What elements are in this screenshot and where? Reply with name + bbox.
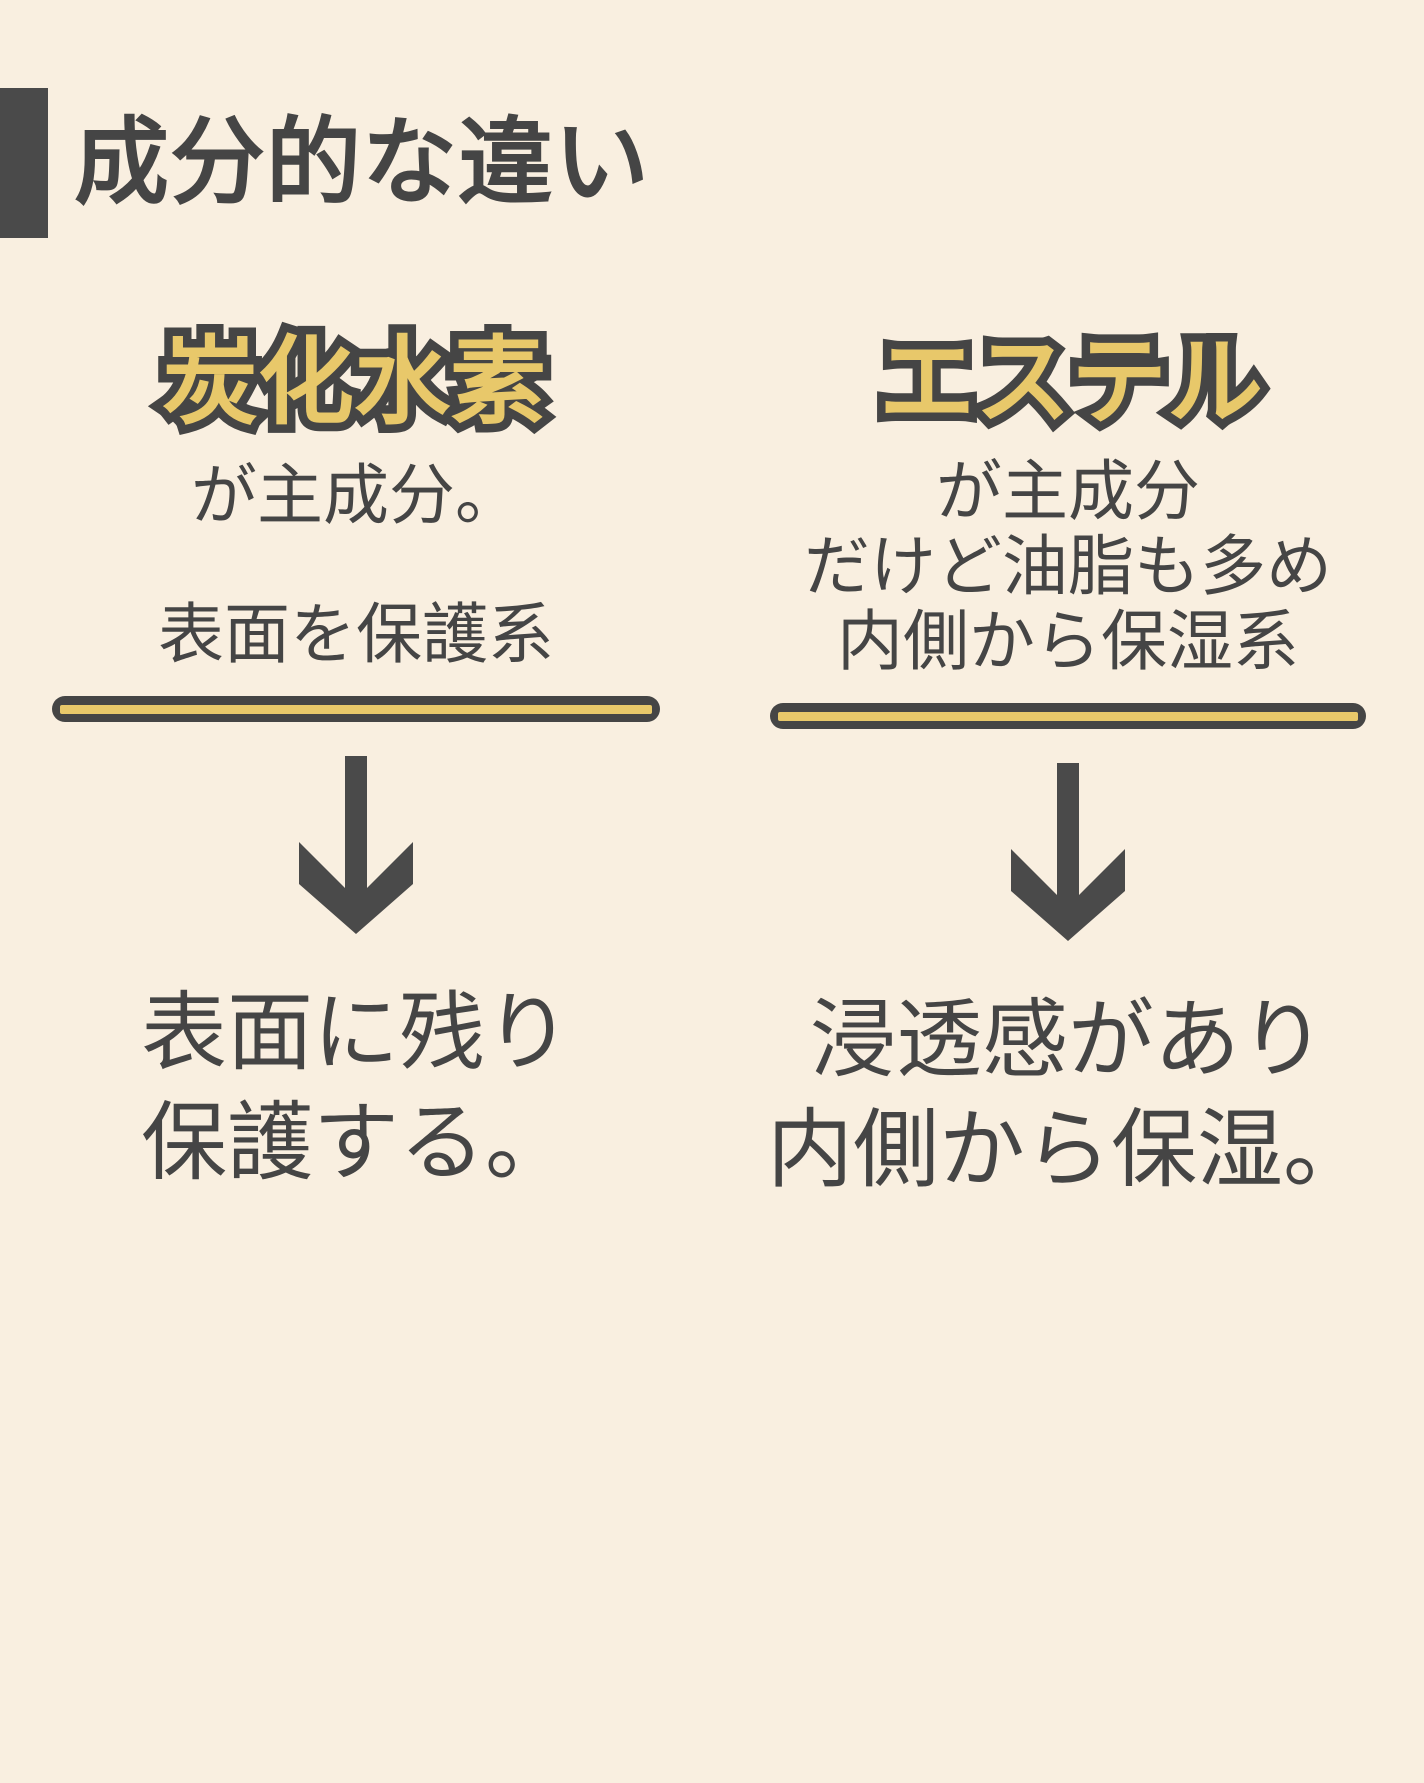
divider-bar-gold-stripe [60,704,652,714]
result-line: 浸透感があり [810,992,1326,1089]
down-arrow-icon-ester [1007,763,1129,943]
description-block-hydrocarbon: が主成分。 [191,458,521,533]
description-line: が主成分。 [191,457,521,532]
category-label-hydrocarbon: 表面を保護系 [158,596,554,671]
category-label-ester: 内側から保湿系 [837,604,1299,679]
page-title: 成分的な違い [74,109,651,216]
ingredient-name-ester: エステル [871,321,1272,443]
divider-bar-ester [770,703,1366,730]
header-accent-bar [0,88,48,238]
result-block-hydrocarbon: 表面に残り 保護する。 [141,978,571,1198]
result-line: 表面に残り [141,985,571,1082]
divider-bar-gold-stripe [778,711,1358,721]
ingredient-name-hydrocarbon: 炭化水素 [154,321,555,443]
page-header: 成分的な違い [0,88,650,238]
down-arrow-icon-hydrocarbon [295,756,417,936]
result-block-ester: 浸透感があり 内側から保湿。 [767,985,1369,1205]
comparison-columns: 炭化水素 が主成分。 表面を保護系 表面に残り 保護する。 エステル が主成分 … [0,321,1424,1205]
result-line: 保護する。 [141,1095,571,1192]
result-line: 内側から保湿。 [767,1102,1369,1199]
description-line: だけど油脂も多め [804,528,1332,603]
divider-bar-hydrocarbon [52,696,660,723]
description-line: が主成分 [936,453,1200,528]
comparison-column-hydrocarbon: 炭化水素 が主成分。 表面を保護系 表面に残り 保護する。 [0,321,712,1205]
description-block-ester: が主成分 だけど油脂も多め [804,454,1332,604]
comparison-column-ester: エステル が主成分 だけど油脂も多め 内側から保湿系 浸透感があり 内側から保湿… [712,321,1424,1205]
